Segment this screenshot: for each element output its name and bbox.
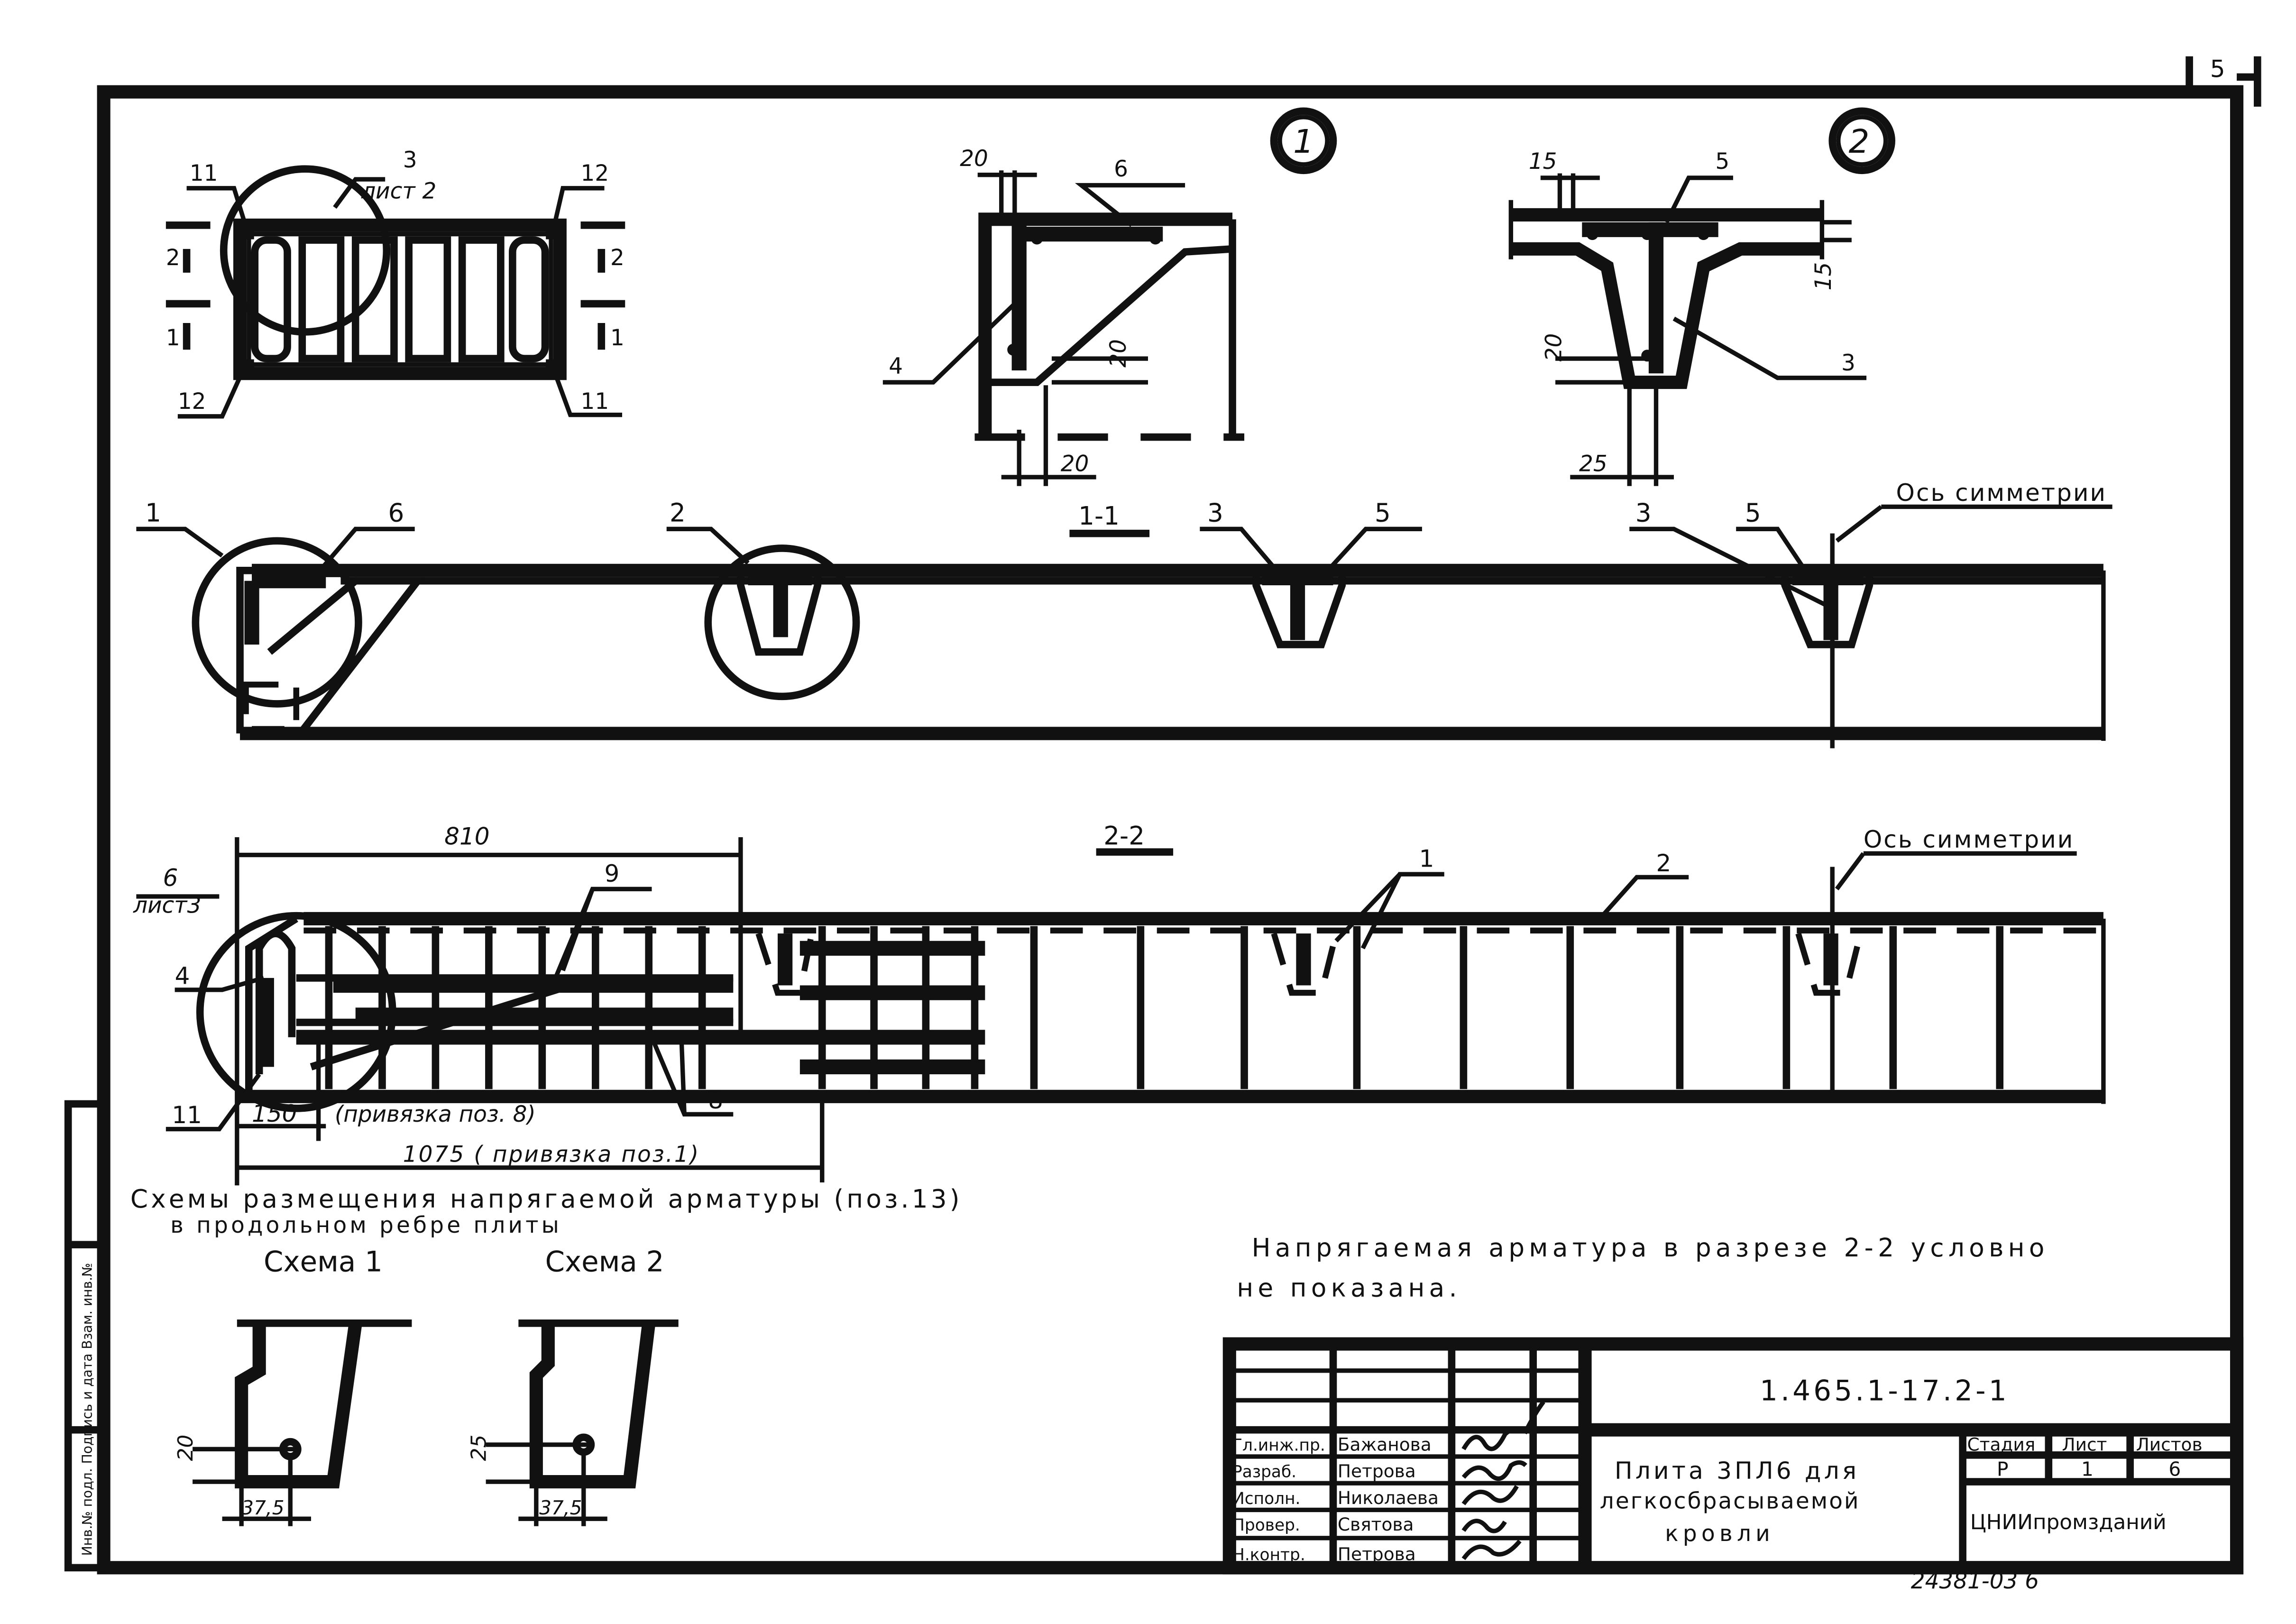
sheets-header: Листов [2136, 1434, 2203, 1455]
plan-callout-12-top: 12 [581, 161, 609, 186]
drawing-frame: 5 Инв.№ подл. Подпись и дата Взам. инв.№ [64, 55, 2261, 1575]
section-2-2-callout-1: 1 [1419, 845, 1434, 873]
section-1-1-axis-label: Ось симметрии [1896, 479, 2107, 507]
section-2-2-callout-8: 8 [708, 1087, 723, 1114]
plan-section-mark-1-left: 1 [166, 325, 180, 351]
scheme-1-dim-37: 37,5 [241, 1496, 284, 1519]
organization: ЦНИИпромзданий [1970, 1510, 2167, 1534]
section-2-2-callout-11: 11 [172, 1101, 202, 1129]
plan-section-mark-2-left: 2 [166, 245, 180, 271]
section-1-1-callout-3b: 3 [1635, 498, 1652, 528]
section-1-1-callout-6: 6 [388, 498, 404, 528]
note-line1: Напрягаемая арматура в разрезе 2-2 услов… [1252, 1233, 2049, 1263]
detail-2-dim-right: 15 [1811, 262, 1837, 291]
detail-2-dim-bottom: 25 [1579, 451, 1607, 477]
detail-2-number: 2 [1849, 123, 1870, 161]
section-2-2-binding-8: (привязка поз. 8) [335, 1102, 536, 1127]
scheme-1-dim-20: 20 [174, 1435, 198, 1461]
scheme-2-title: Схема 2 [545, 1245, 664, 1278]
section-2-2-stirrups [325, 926, 2004, 1089]
title-line2: легкосбрасываемой [1600, 1488, 1860, 1514]
detail-1-dim-top: 20 [960, 146, 988, 172]
staff-role-2: Исполн. [1232, 1489, 1300, 1508]
detail-1-dim-bottom: 20 [1061, 451, 1089, 477]
plan-section-mark-1-right: 1 [610, 325, 625, 351]
staff-name-0: Бажанова [1338, 1434, 1432, 1455]
section-2-2-dim-150: 150 [252, 1100, 297, 1127]
staff-name-2: Николаева [1338, 1487, 1439, 1508]
scheme-2-dim-25: 25 [467, 1435, 491, 1461]
detail-1: 1 20 6 4 20 20 [882, 107, 1337, 486]
schemes: Схемы размещения напрягаемой арматуры (п… [130, 1184, 963, 1526]
sheet-header: Лист [2062, 1434, 2107, 1455]
staff-name-4: Петрова [1338, 1544, 1416, 1565]
staff-name-3: Святова [1338, 1514, 1414, 1535]
detail-2-dim-side: 20 [1542, 333, 1567, 362]
staff-role-0: Гл.инж.пр. [1232, 1436, 1325, 1455]
section-2-2: 2-2 810 [133, 821, 2106, 1186]
detail-2-dim-top: 15 [1529, 149, 1557, 175]
detail-1-pos-4: 4 [889, 353, 903, 379]
detail-2-pos-3: 3 [1841, 351, 1855, 376]
sheet-value: 1 [2081, 1458, 2094, 1481]
section-2-2-title: 2-2 [1103, 821, 1145, 851]
detail-2-pos-5: 5 [1715, 149, 1729, 175]
section-1-1-callout-5a: 5 [1375, 498, 1391, 528]
detail-2: 2 15 5 15 3 20 25 [1508, 107, 1895, 486]
section-2-2-sheet-ref: лист3 [133, 893, 201, 918]
note-line2: не показана. [1237, 1273, 1461, 1303]
inventory-number: 24381-03 6 [1911, 1569, 2039, 1594]
section-1-1-callout-1: 1 [145, 498, 161, 528]
note: Напрягаемая арматура в разрезе 2-2 услов… [1237, 1233, 2049, 1303]
scheme-2-dim-37: 37,5 [539, 1496, 582, 1519]
sheets-value: 6 [2168, 1458, 2181, 1481]
scheme-1-title: Схема 1 [264, 1245, 383, 1278]
schemes-heading-line1: Схемы размещения напрягаемой арматуры (п… [130, 1184, 963, 1214]
stage-header: Стадия [1967, 1434, 2036, 1455]
plan-callout-3: 3 [403, 148, 417, 173]
detail-1-pos-6: 6 [1114, 157, 1128, 182]
section-1-1: 1-1 1 6 2 3 5 3 5 [136, 479, 2112, 748]
schemes-heading-line2: в продольном ребре плиты [170, 1213, 562, 1238]
section-2-2-callout-9: 9 [605, 860, 620, 887]
side-stamp: Инв.№ подл. Подпись и дата Взам. инв.№ [80, 1263, 95, 1556]
handwritten-signatures [1461, 1400, 1545, 1560]
section-2-2-dim-810: 810 [444, 823, 489, 850]
section-2-2-callout-2: 2 [1656, 849, 1671, 877]
plan-callout-11-bottom: 11 [581, 389, 609, 415]
plan-view: 11 3 лист 2 12 12 11 2 1 2 1 [166, 148, 625, 419]
section-1-1-callout-2: 2 [670, 498, 686, 528]
title-line3: кровли [1665, 1521, 1774, 1547]
detail-1-number: 1 [1293, 123, 1314, 161]
section-2-2-sheet-ref-num: 6 [163, 864, 178, 892]
plan-callout-12-bottom: 12 [178, 389, 206, 415]
title-line1: Плита 3ПЛ6 для [1615, 1457, 1859, 1485]
section-1-1-title: 1-1 [1078, 501, 1120, 531]
staff-role-1: Разраб. [1232, 1463, 1296, 1482]
doc-code: 1.465.1-17.2-1 [1760, 1374, 2010, 1407]
staff-name-1: Петрова [1338, 1461, 1416, 1482]
section-2-2-callout-4: 4 [175, 962, 190, 989]
plan-section-mark-2-right: 2 [610, 245, 625, 271]
staff-role-3: Провер. [1232, 1516, 1300, 1535]
detail-1-dim-side: 20 [1106, 339, 1131, 368]
page-number: 5 [2210, 55, 2225, 83]
section-1-1-callout-3a: 3 [1207, 498, 1223, 528]
staff-role-4: Н.контр. [1232, 1546, 1305, 1565]
stage-value: Р [1997, 1458, 2008, 1481]
section-2-2-dim-1075: 1075 ( привязка поз.1) [403, 1142, 700, 1167]
plan-callout-11-top: 11 [190, 161, 218, 186]
section-2-2-axis-label: Ось симметрии [1864, 826, 2075, 853]
plan-sheet-ref: лист 2 [361, 179, 436, 204]
section-1-1-callout-5b: 5 [1745, 498, 1761, 528]
title-block: 1.465.1-17.2-1 Плита 3ПЛ6 для легкосбрас… [1222, 1337, 2244, 1575]
